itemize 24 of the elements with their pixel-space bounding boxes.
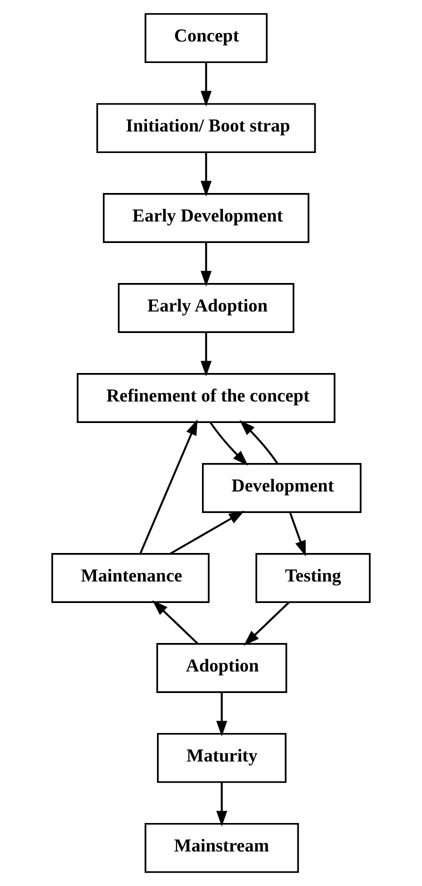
arrow (216, 692, 228, 736)
node-box: Initiation/ Boot strap (96, 103, 316, 154)
node-box: Testing (255, 553, 371, 603)
node-box: Refinement of the concept (76, 373, 336, 423)
node-box: Mainstream (144, 822, 299, 873)
arrow (140, 419, 198, 554)
arrow (200, 62, 212, 107)
arrow (289, 512, 306, 556)
node-box: Maturity (157, 732, 287, 783)
arrow (200, 332, 212, 377)
arrow (200, 242, 212, 287)
arrow (216, 782, 228, 826)
arrow (209, 422, 248, 466)
node-box: Concept (144, 13, 268, 64)
node-box: Development (202, 463, 362, 513)
node-box: Maintenance (51, 553, 210, 603)
arrow (240, 420, 278, 464)
node-box: Early Adoption (118, 283, 294, 333)
arrow (200, 152, 212, 197)
arrow (170, 510, 245, 554)
arrow (152, 600, 198, 644)
node-box: Adoption (156, 643, 288, 693)
node-box: Early Development (102, 193, 310, 243)
arrow (244, 602, 290, 646)
